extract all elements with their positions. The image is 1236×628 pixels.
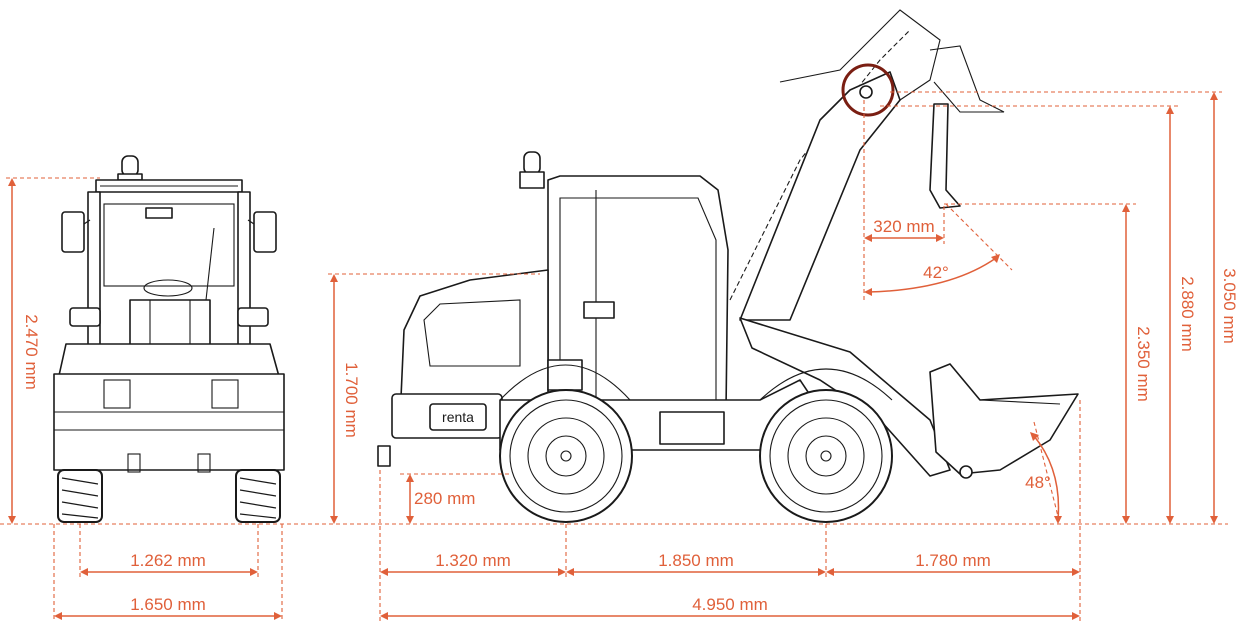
front-height-label: 2.470 mm [22,314,41,390]
dump-reach-label: 320 mm [873,217,934,236]
wheelbase-label: 1.850 mm [658,551,734,570]
front-track-label: 1.262 mm [130,551,206,570]
dim-pivot-height: 2.880 mm [880,105,1197,524]
rear-wheel [499,389,633,523]
pivot-highlight [841,63,895,117]
max-height-label: 3.050 mm [1220,268,1236,344]
pivot-height-label: 2.880 mm [1178,276,1197,352]
dim-dump-angle: 42° [864,203,1013,296]
cab-height-label: 1.700 mm [342,362,361,438]
dump-angle-label: 42° [923,263,949,282]
dim-max-height: 3.050 mm [890,91,1236,524]
dim-length-segments: 1.320 mm 1.850 mm 1.780 mm [379,400,1081,622]
renta-logo: renta [442,409,474,425]
front-width-label: 1.650 mm [130,595,206,614]
dim-dump-reach: 320 mm [863,100,945,302]
dim-rollback-angle: 48° [1025,421,1062,525]
dump-height-label: 2.350 mm [1134,326,1153,402]
dim-front-height: 2.470 mm [6,177,100,524]
total-length-label: 4.950 mm [692,595,768,614]
front-overhang-label: 1.780 mm [915,551,991,570]
rollback-angle-label: 48° [1025,473,1051,492]
dim-dump-height: 2.350 mm [944,203,1153,524]
rear-overhang-label: 1.320 mm [435,551,511,570]
dim-front-track: 1.262 mm [79,524,259,578]
ground-clearance-label: 280 mm [414,489,475,508]
dim-total-length: 4.950 mm [380,595,1080,620]
front-view-machine [53,155,285,523]
front-wheel [759,389,893,523]
dim-cab-height: 1.700 mm [328,273,540,524]
dim-ground-clearance: 280 mm [400,473,510,524]
dim-front-width: 1.650 mm [53,524,283,622]
side-view-machine: renta [377,9,1079,523]
